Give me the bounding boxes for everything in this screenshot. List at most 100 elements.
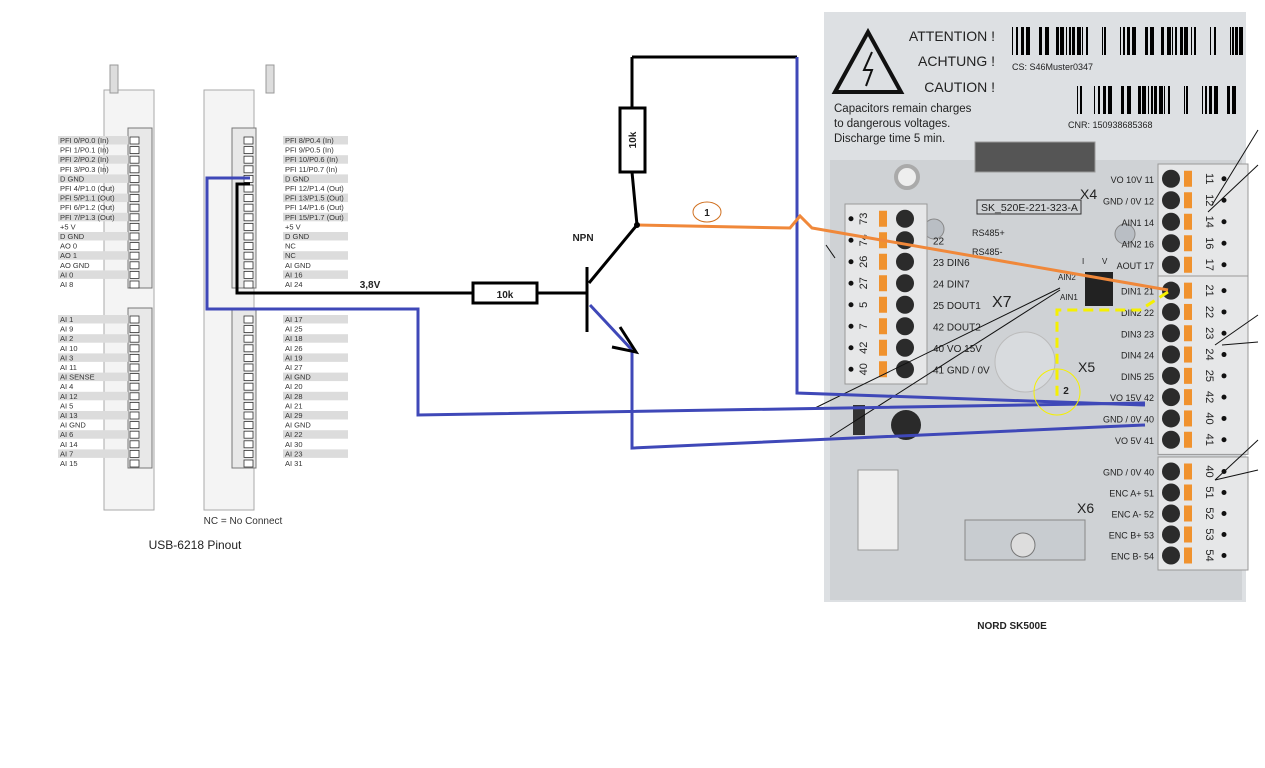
voltage-label: 3,8V [360,280,381,291]
resistor-base-label: 10k [497,290,514,301]
orange-lever[interactable] [879,210,887,227]
pin-label: PFI 1/P0.1 (In) [60,146,109,155]
junction [634,222,640,228]
wire-socket[interactable] [896,274,914,293]
wire-socket[interactable] [1162,546,1180,565]
row-shade [283,411,348,420]
orange-lever[interactable] [1184,282,1192,299]
orange-lever[interactable] [1184,505,1192,522]
terminal-label: 23 DIN6 [933,258,970,269]
orange-lever[interactable] [1184,303,1192,320]
led-hole [891,410,921,440]
wire-socket[interactable] [1162,366,1180,385]
pin-terminal [129,136,140,145]
wire-socket[interactable] [1162,302,1180,321]
pin-label: AI 9 [60,325,73,334]
pin-label: PFI 6/P1.2 (Out) [60,203,115,212]
orange-lever[interactable] [1184,367,1192,384]
orange-lever[interactable] [1184,463,1192,480]
orange-lever[interactable] [879,339,887,356]
wire-socket[interactable] [896,338,914,357]
pin-label: AI 17 [285,315,303,324]
wire-socket[interactable] [1162,191,1180,210]
wire-socket[interactable] [1162,462,1180,481]
pin-terminal [243,440,254,449]
pin-label: PFI 5/P1.1 (Out) [60,194,115,203]
pin-label: PFI 0/P0.0 (In) [60,136,109,145]
wire-socket[interactable] [896,209,914,228]
pin-terminal [129,344,140,353]
orange-lever[interactable] [879,275,887,292]
orange-lever[interactable] [1184,410,1192,427]
pin-terminal [129,261,140,270]
orange-lever[interactable] [1184,484,1192,501]
lightning-icon [862,51,874,87]
orange-lever[interactable] [879,361,887,378]
orange-lever[interactable] [1184,547,1192,564]
orange-lever[interactable] [1184,256,1192,273]
pin-terminal [243,280,254,289]
orange-lever[interactable] [1184,170,1192,187]
row-shade [58,449,128,458]
wire-socket[interactable] [896,360,914,379]
wire-socket[interactable] [896,252,914,271]
row-shade [283,372,348,382]
transistor-label: NPN [572,233,593,244]
wire-socket[interactable] [896,295,914,314]
pin-terminal [129,353,140,362]
clamp-screw-icon [1010,532,1036,558]
wire-socket[interactable] [1162,255,1180,274]
row-shade [283,174,348,183]
terminal-label: 25 DOUT1 [933,301,981,312]
pin-number: 25 [1203,370,1215,382]
pin-label: PFI 14/P1.6 (Out) [285,203,344,212]
orange-lever[interactable] [1184,346,1192,363]
terminal-label: DIN5 25 [1121,372,1154,382]
screw-icon [1114,223,1136,245]
release-hole [848,323,854,329]
wire-socket[interactable] [1162,345,1180,364]
orange-lever[interactable] [1184,213,1192,230]
wire-socket[interactable] [1162,169,1180,188]
release-hole [848,259,854,265]
row-shade [58,136,128,145]
terminal-label: 24 DIN7 [933,279,970,290]
pin-terminal [243,382,254,391]
wire-socket[interactable] [1162,281,1180,300]
orange-lever[interactable] [1184,526,1192,543]
orange-lever[interactable] [879,253,887,270]
orange-lever[interactable] [1184,431,1192,448]
row-shade [283,353,348,362]
pin-terminal [243,363,254,372]
pin-label: AI 19 [285,353,303,362]
wire-socket[interactable] [1162,324,1180,343]
pin-number: 24 [1203,348,1215,360]
pin-terminal [243,344,254,353]
pin-label: AI 0 [60,270,73,279]
warning-text: Discharge time 5 min. [834,133,945,145]
wire-socket[interactable] [1162,388,1180,407]
wire-socket[interactable] [1162,234,1180,253]
terminal-label: ENC A+ 51 [1109,489,1154,499]
pin-label: D GND [60,174,85,183]
wire-socket[interactable] [1162,409,1180,428]
wire-socket[interactable] [1162,483,1180,502]
wire-socket[interactable] [1162,430,1180,449]
orange-lever[interactable] [1184,235,1192,252]
wire-socket[interactable] [896,317,914,336]
orange-lever[interactable] [879,296,887,313]
x6-label: X6 [1077,500,1094,516]
pin-number: 40 [858,363,870,375]
orange-lever[interactable] [879,318,887,335]
orange-lever[interactable] [1184,325,1192,342]
wire-socket[interactable] [1162,525,1180,544]
row-shade [283,449,348,458]
orange-lever[interactable] [1184,192,1192,209]
pin-number: 21 [1203,285,1215,297]
orange-lever[interactable] [1184,389,1192,406]
wire-socket[interactable] [1162,212,1180,231]
pin-label: AI 12 [60,392,78,401]
pin-terminal [129,146,140,155]
wire-socket[interactable] [1162,504,1180,523]
pin-number: 41 [1203,434,1215,446]
